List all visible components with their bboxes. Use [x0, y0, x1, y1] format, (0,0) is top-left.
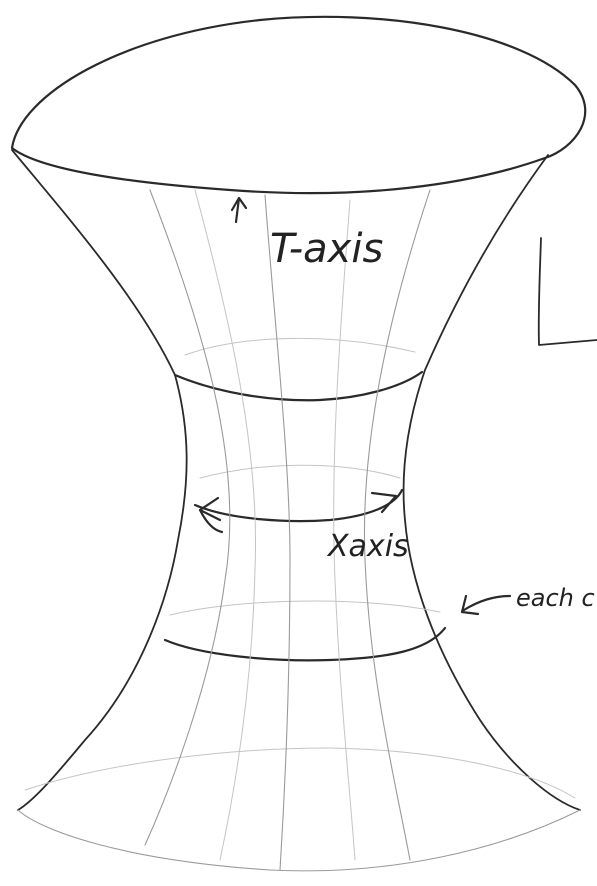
- side-bracket: [539, 238, 597, 345]
- middle-ring-front: [195, 490, 402, 521]
- lower-ring-back: [170, 601, 440, 615]
- meridian-2: [265, 195, 290, 870]
- bottom-rim-back: [25, 748, 575, 798]
- side-note-label: each c: [516, 584, 595, 612]
- note-pointer-arrow: [462, 596, 510, 614]
- x-axis-label: Xaxis: [326, 529, 409, 564]
- middle-ring-back: [200, 465, 400, 478]
- upper-ring-back: [185, 338, 415, 355]
- t-axis-label: T-axis: [270, 226, 383, 272]
- meridian-3: [364, 190, 430, 860]
- meridian-5: [195, 190, 256, 860]
- right-silhouette: [404, 155, 580, 810]
- upper-ring-front: [175, 372, 422, 400]
- lower-ring-front: [165, 628, 445, 660]
- left-silhouette: [12, 150, 187, 810]
- t-axis-arrow: [232, 198, 246, 222]
- top-rim-ellipse: [12, 17, 585, 193]
- bottom-rim-front: [18, 810, 580, 871]
